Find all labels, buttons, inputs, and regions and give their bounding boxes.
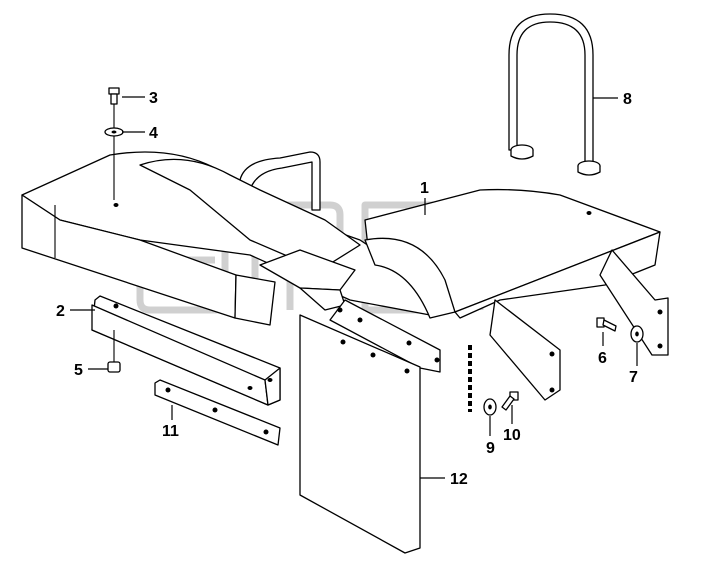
- lower-rail-part: [91, 295, 281, 406]
- nut-5-hardware: [107, 330, 121, 373]
- fender-center-ridge: [139, 158, 361, 311]
- fender-right-arch: [364, 237, 456, 319]
- bolt-10-hardware: [501, 391, 519, 411]
- washer-9-hardware: [483, 398, 497, 416]
- callout-11: 11: [162, 423, 179, 440]
- flat-strip-part: [154, 379, 281, 446]
- washer-4-hardware: [104, 127, 124, 137]
- callout-6: 6: [598, 350, 607, 367]
- callout-4: 4: [149, 125, 158, 142]
- bolt-6-hardware: [596, 317, 617, 332]
- mud-flap-part: [299, 314, 421, 554]
- callout-1: 1: [420, 180, 429, 197]
- callout-8: 8: [623, 91, 632, 108]
- callout-5: 5: [74, 362, 83, 379]
- callout-9: 9: [486, 440, 495, 457]
- callout-3: 3: [149, 90, 158, 107]
- callout-labels: 1 2 3 4 5 6 7 8 9 10 11 12: [56, 90, 638, 488]
- callout-10: 10: [503, 427, 521, 444]
- rear-frame-loop: [239, 151, 321, 211]
- center-flap-bracket: [329, 299, 441, 373]
- callout-12: 12: [450, 471, 468, 488]
- bolt-3-hardware: [108, 87, 120, 200]
- leader-lines: [70, 96, 638, 479]
- callout-7: 7: [629, 369, 638, 386]
- callout-2: 2: [56, 303, 65, 320]
- u-bolt-part: [508, 13, 601, 176]
- washer-7-hardware: [630, 325, 644, 343]
- right-support-bracket: [489, 249, 669, 401]
